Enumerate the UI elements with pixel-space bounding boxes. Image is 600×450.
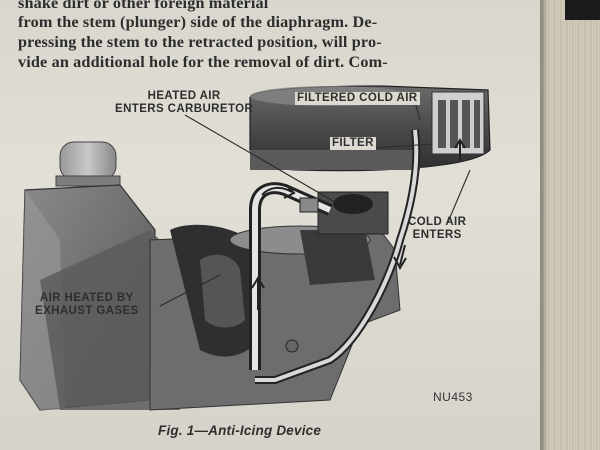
figure-caption: Fig. 1—Anti-Icing Device [158,423,322,438]
heated-air-duct [249,182,333,370]
book-page: shake dirt or other foreign material fro… [0,0,545,450]
air-cleaner-housing [249,85,491,172]
cold-air-tube [255,129,421,384]
body-text-line-2: from the stem (plunger) side of the diap… [18,13,378,31]
anti-icing-diagram: HEATED AIR ENTERS CARBURETOR FILTERED CO… [0,80,545,420]
body-text-line-4: vide an additional hole for the removal … [18,53,388,71]
callout-exhaust-heated: AIR HEATED BY EXHAUST GASES [35,292,139,317]
callout-leaders [159,101,471,307]
page-edges [540,0,600,450]
callout-cold-air-enters: COLD AIR ENTERS [408,216,467,241]
dark-corner [565,0,600,20]
body-text-line-1: shake dirt or other foreign material [18,0,269,12]
callout-filter: FILTER [330,137,376,150]
oil-filler-cap [55,141,121,187]
callout-heated-air: HEATED AIR ENTERS CARBURETOR [115,90,254,115]
heated-air-arrow-up [251,276,265,310]
callout-filtered-cold-air: FILTERED COLD AIR [295,92,420,105]
body-text-line-3: pressing the stem to the retracted posit… [18,33,382,51]
engine-valve-cover [19,184,180,411]
figure-code: NU453 [433,390,473,404]
diagram-illustration [19,85,491,411]
